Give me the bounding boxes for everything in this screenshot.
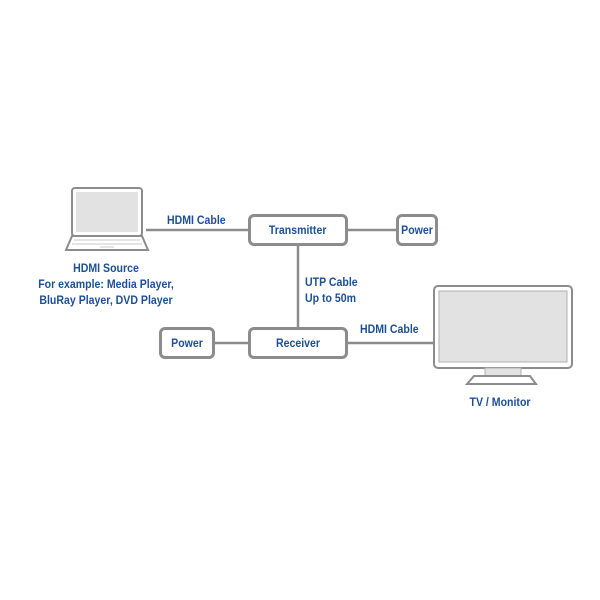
source-examples-1: For example: Media Player, bbox=[38, 277, 174, 291]
source-examples-2: BluRay Player, DVD Player bbox=[39, 293, 173, 307]
power-tx-label: Power bbox=[401, 223, 433, 237]
transmitter-box: Transmitter bbox=[248, 214, 348, 246]
receiver-box: Receiver bbox=[248, 327, 348, 359]
hdmi-in-label: HDMI Cable bbox=[167, 213, 226, 227]
monitor-icon bbox=[433, 285, 573, 385]
utp-label-1: UTP Cable bbox=[305, 275, 358, 289]
source-title: HDMI Source bbox=[73, 261, 139, 275]
power-rx-box: Power bbox=[159, 327, 215, 359]
power-rx-label: Power bbox=[171, 336, 203, 350]
power-tx-box: Power bbox=[396, 214, 438, 246]
receiver-label: Receiver bbox=[275, 336, 321, 350]
laptop-icon bbox=[64, 187, 150, 251]
utp-label-2: Up to 50m bbox=[305, 291, 357, 305]
hdmi-out-label: HDMI Cable bbox=[360, 322, 419, 336]
display-title: TV / Monitor bbox=[469, 395, 531, 409]
transmitter-label: Transmitter bbox=[269, 223, 327, 237]
